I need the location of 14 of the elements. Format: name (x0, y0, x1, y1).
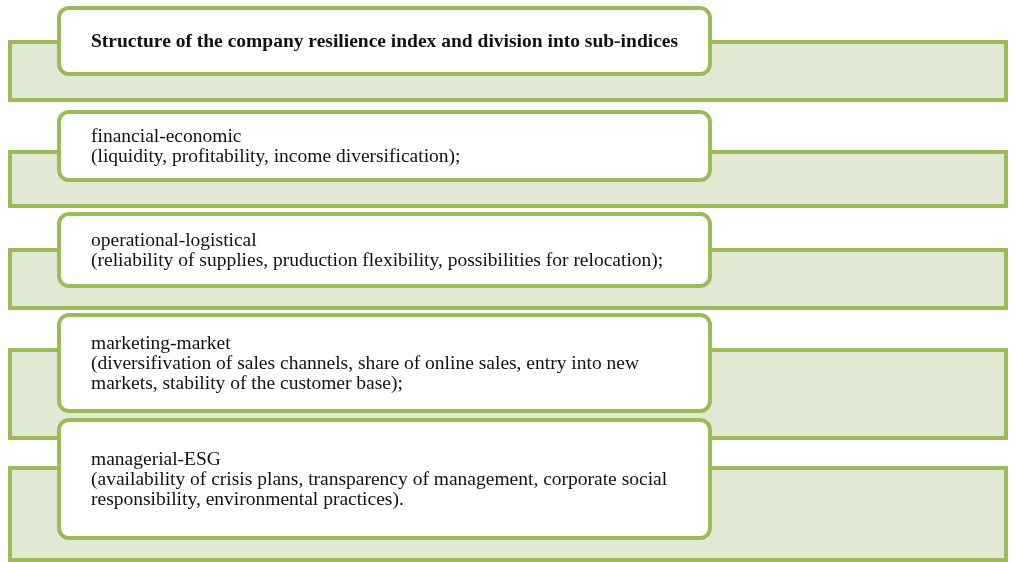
text-box (57, 313, 712, 413)
heading-text: Structure of the company resilience index and division into sub-indices (91, 31, 680, 51)
text-box (57, 212, 712, 288)
sub-index-description: (diversifivation of sales channels, share of online sales, entry into new markets, stability of the customer base); (91, 353, 640, 393)
sub-index-name: operational-logistical (91, 230, 258, 250)
sub-index-description: (liquidity, profitability, income diversification); (91, 146, 462, 166)
sub-index-description: (availability of crisis plans, transparency of management, corporate social responsibility, environmental practices). (91, 469, 669, 509)
text-box (57, 418, 712, 540)
sub-index-description: (reliability of supplies, pruduction flexibility, possibilities for relocation); (91, 250, 665, 270)
sub-index-name: marketing-market (91, 333, 232, 353)
text-box (57, 110, 712, 182)
sub-index-name: financial-economic (91, 126, 243, 146)
heading-box (57, 6, 712, 76)
sub-index-name: managerial-ESG (91, 449, 222, 469)
